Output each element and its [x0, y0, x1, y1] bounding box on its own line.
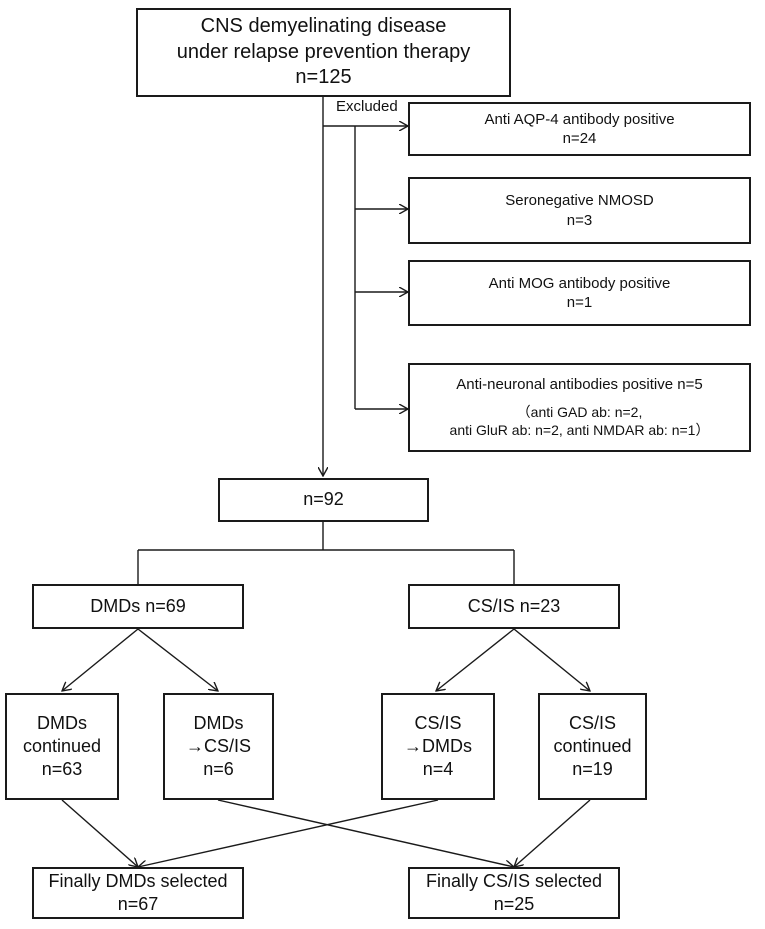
final-dmds-label: Finally DMDs selected	[48, 870, 228, 891]
remaining-box: n=92	[218, 478, 429, 522]
mog-count: n=1	[566, 294, 593, 311]
csis-switched-line2: →DMDs	[404, 735, 472, 756]
final-csis-box: Finally CS/IS selected n=25	[408, 867, 620, 919]
dmds-group-label: DMDs n=69	[90, 595, 186, 616]
top-box-count: n=125	[295, 66, 352, 89]
excluded-aqp4-box: Anti AQP-4 antibody positive n=24	[408, 102, 751, 156]
dmds-switched-box: DMDs →CS/IS n=6	[163, 693, 274, 800]
excluded-neuronal-box: Anti-neuronal antibodies positive n=5 （a…	[408, 363, 751, 452]
aqp4-title: Anti AQP-4 antibody positive	[484, 110, 675, 128]
excluded-label: Excluded	[336, 98, 398, 115]
csis-group-box: CS/IS n=23	[408, 584, 620, 629]
csis-continued-count: n=19	[572, 759, 613, 780]
csis-continued-line2: continued	[553, 735, 632, 756]
final-csis-label: Finally CS/IS selected	[425, 870, 603, 891]
excluded-seroneg-box: Seronegative NMOSD n=3	[408, 177, 751, 244]
seroneg-count: n=3	[566, 211, 593, 229]
neuronal-detail1: （anti GAD ab: n=2,	[516, 404, 643, 421]
dmds-continued-box: DMDs continued n=63	[5, 693, 119, 800]
arrow-63-to-final-dmds	[61, 799, 138, 867]
top-box: CNS demyelinating disease under relapse …	[136, 8, 511, 97]
neuronal-detail2: anti GluR ab: n=2, anti NMDAR ab: n=1）	[449, 422, 710, 439]
arrow-4-to-final-dmds	[138, 799, 439, 867]
dmds-group-box: DMDs n=69	[32, 584, 244, 629]
excluded-mog-box: Anti MOG antibody positive n=1	[408, 260, 751, 326]
remaining-count: n=92	[303, 489, 344, 510]
dmds-switched-count: n=6	[203, 759, 234, 780]
csis-continued-line1: CS/IS	[568, 712, 616, 733]
arrow-csis-continued	[513, 628, 590, 691]
mog-title: Anti MOG antibody positive	[488, 274, 671, 292]
aqp4-count: n=24	[562, 130, 597, 147]
csis-continued-box: CS/IS continued n=19	[538, 693, 647, 800]
dmds-switched-line2: →CS/IS	[185, 735, 251, 756]
csis-switched-count: n=4	[422, 759, 454, 780]
top-box-line2: under relapse prevention therapy	[176, 40, 471, 63]
arrow-dmds-continued	[62, 628, 139, 691]
arrow-csis-switched	[436, 628, 515, 691]
dmds-continued-line1: DMDs	[37, 712, 87, 733]
top-box-line1: CNS demyelinating disease	[200, 15, 447, 38]
csis-switched-line1: CS/IS	[414, 712, 462, 733]
csis-switched-box: CS/IS →DMDs n=4	[381, 693, 495, 800]
dmds-continued-line2: continued	[22, 735, 102, 756]
final-csis-count: n=25	[493, 894, 535, 914]
final-dmds-box: Finally DMDs selected n=67	[32, 867, 244, 919]
arrow-dmds-switched	[137, 628, 218, 691]
arrow-19-to-final-csis	[514, 799, 591, 867]
seroneg-title: Seronegative NMOSD	[505, 192, 654, 210]
dmds-switched-line1: DMDs	[193, 712, 244, 733]
final-dmds-count: n=67	[117, 894, 159, 914]
dmds-continued-count: n=63	[41, 759, 83, 780]
csis-group-label: CS/IS n=23	[467, 595, 561, 616]
arrow-6-to-final-csis	[217, 799, 514, 867]
neuronal-title: Anti-neuronal antibodies positive n=5	[456, 376, 703, 393]
